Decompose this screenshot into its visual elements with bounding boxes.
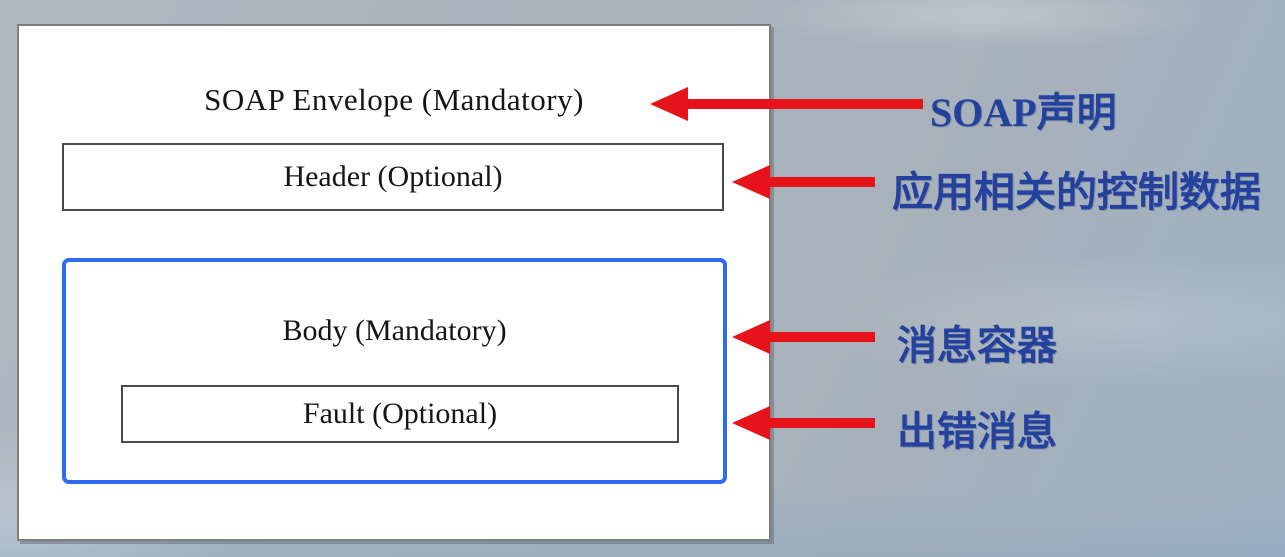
arrow-to-body [732,320,875,354]
arrow-to-fault [732,406,875,440]
arrow-shaft [769,177,875,187]
arrow-shaft [769,332,875,342]
annotation-message-container: 消息容器 [897,324,1057,368]
envelope-box: SOAP Envelope (Mandatory) Header (Option… [17,24,771,541]
annotation-app-control-data: 应用相关的控制数据 [892,169,1261,215]
header-label: Header (Optional) [283,160,503,193]
fault-box: Fault (Optional) [121,385,679,443]
arrow-to-envelope [650,87,923,121]
envelope-label: SOAP Envelope (Mandatory) [204,82,584,117]
arrow-shaft [769,418,875,428]
body-box: Body (Mandatory) Fault (Optional) [62,258,727,484]
annotation-soap-declaration: SOAP声明 [930,90,1117,135]
arrow-left-icon [732,320,770,354]
arrow-to-header [732,165,875,199]
annotation-error-message: 出错消息 [897,410,1057,454]
arrow-left-icon [650,87,688,121]
fault-label: Fault (Optional) [302,397,498,430]
arrow-left-icon [732,406,770,440]
arrow-shaft [687,99,923,109]
header-box: Header (Optional) [62,143,724,211]
arrow-left-icon [732,165,770,199]
body-label: Body (Mandatory) [282,314,507,347]
